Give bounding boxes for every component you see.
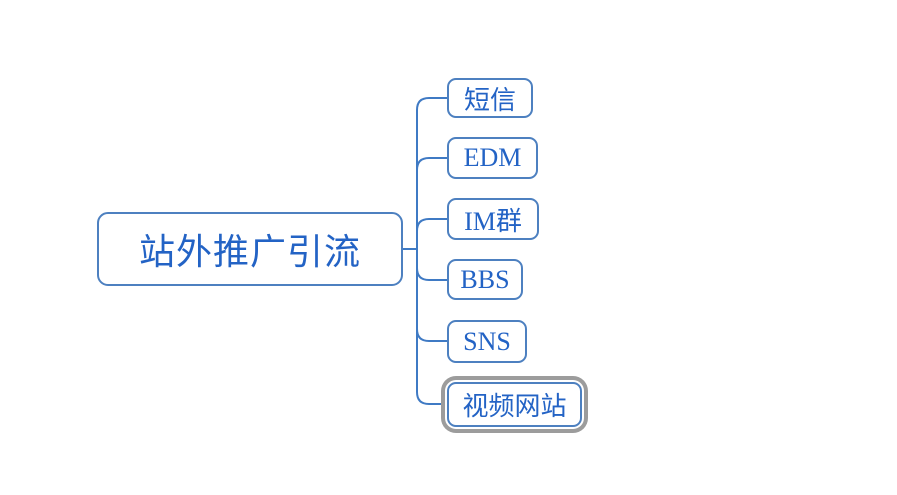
child-node-edm[interactable]: EDM (447, 137, 538, 179)
child-node-label: EDM (463, 143, 522, 172)
child-node-sns[interactable]: SNS (447, 320, 527, 363)
child-node-im-group[interactable]: IM群 (447, 198, 539, 240)
connector-branch-im-group (416, 218, 447, 249)
root-node[interactable]: 站外推广引流 (97, 212, 403, 286)
child-node-bbs[interactable]: BBS (447, 259, 523, 300)
child-node-label: 视频网站 (462, 392, 567, 421)
child-node-video-site[interactable]: 视频网站 (447, 382, 582, 427)
connector-branch-sns (416, 249, 447, 342)
root-node-label: 站外推广引流 (138, 232, 361, 272)
connector-branch-edm (416, 157, 447, 249)
child-node-label: 短信 (463, 85, 516, 115)
connector-branch-bbs (416, 249, 447, 281)
child-node-label: IM群 (464, 206, 522, 236)
child-node-label: SNS (463, 326, 511, 356)
child-node-label: BBS (460, 264, 510, 294)
child-node-sms[interactable]: 短信 (447, 78, 533, 118)
connector-branch-sms (416, 97, 447, 249)
connector-branch-video-site (416, 249, 441, 405)
